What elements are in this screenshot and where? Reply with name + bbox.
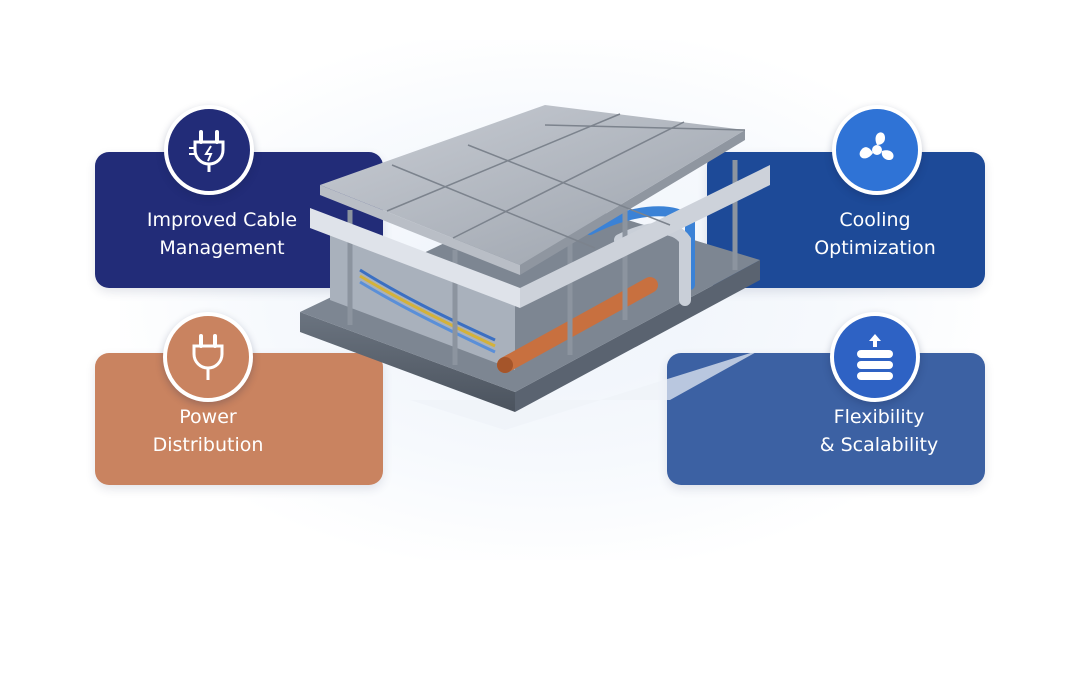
stacked-layers-arrow-icon — [830, 312, 920, 402]
feature-label-cooling-optimization: Cooling Optimization — [814, 209, 936, 259]
feature-card-flexibility-scalability: Flexibility & Scalability — [667, 353, 985, 485]
cable-bundle-yellow — [359, 274, 496, 348]
tile-grid — [386, 113, 746, 249]
base-slab-side — [300, 312, 515, 412]
feature-label-flexibility-scalability: Flexibility & Scalability — [819, 406, 939, 456]
raised-floor-illustration — [300, 105, 770, 430]
feature-card-power-distribution: Power Distribution — [95, 353, 383, 485]
base-slab-front — [515, 260, 760, 412]
frame-rail-front — [520, 165, 770, 308]
plug-cable-icon — [164, 105, 254, 195]
power-plug-glyph — [192, 334, 224, 380]
fan-glyph — [859, 132, 894, 161]
tile-surface-side — [320, 185, 520, 275]
plug-cable-glyph — [189, 130, 225, 172]
floor-reflection — [410, 350, 760, 430]
feature-label-cable-management: Improved Cable Management — [146, 209, 298, 259]
power-plug-icon — [163, 312, 253, 402]
cable-bundle — [359, 268, 496, 342]
copper-pipe-end — [497, 357, 513, 373]
frame-rail-left — [310, 208, 520, 308]
fan-icon — [832, 105, 922, 195]
feature-label-power-distribution: Power Distribution — [152, 406, 264, 456]
cable-bundle-blue2 — [359, 280, 496, 354]
stacked-layers-glyph — [857, 334, 893, 380]
tile-surface-front — [520, 130, 745, 275]
